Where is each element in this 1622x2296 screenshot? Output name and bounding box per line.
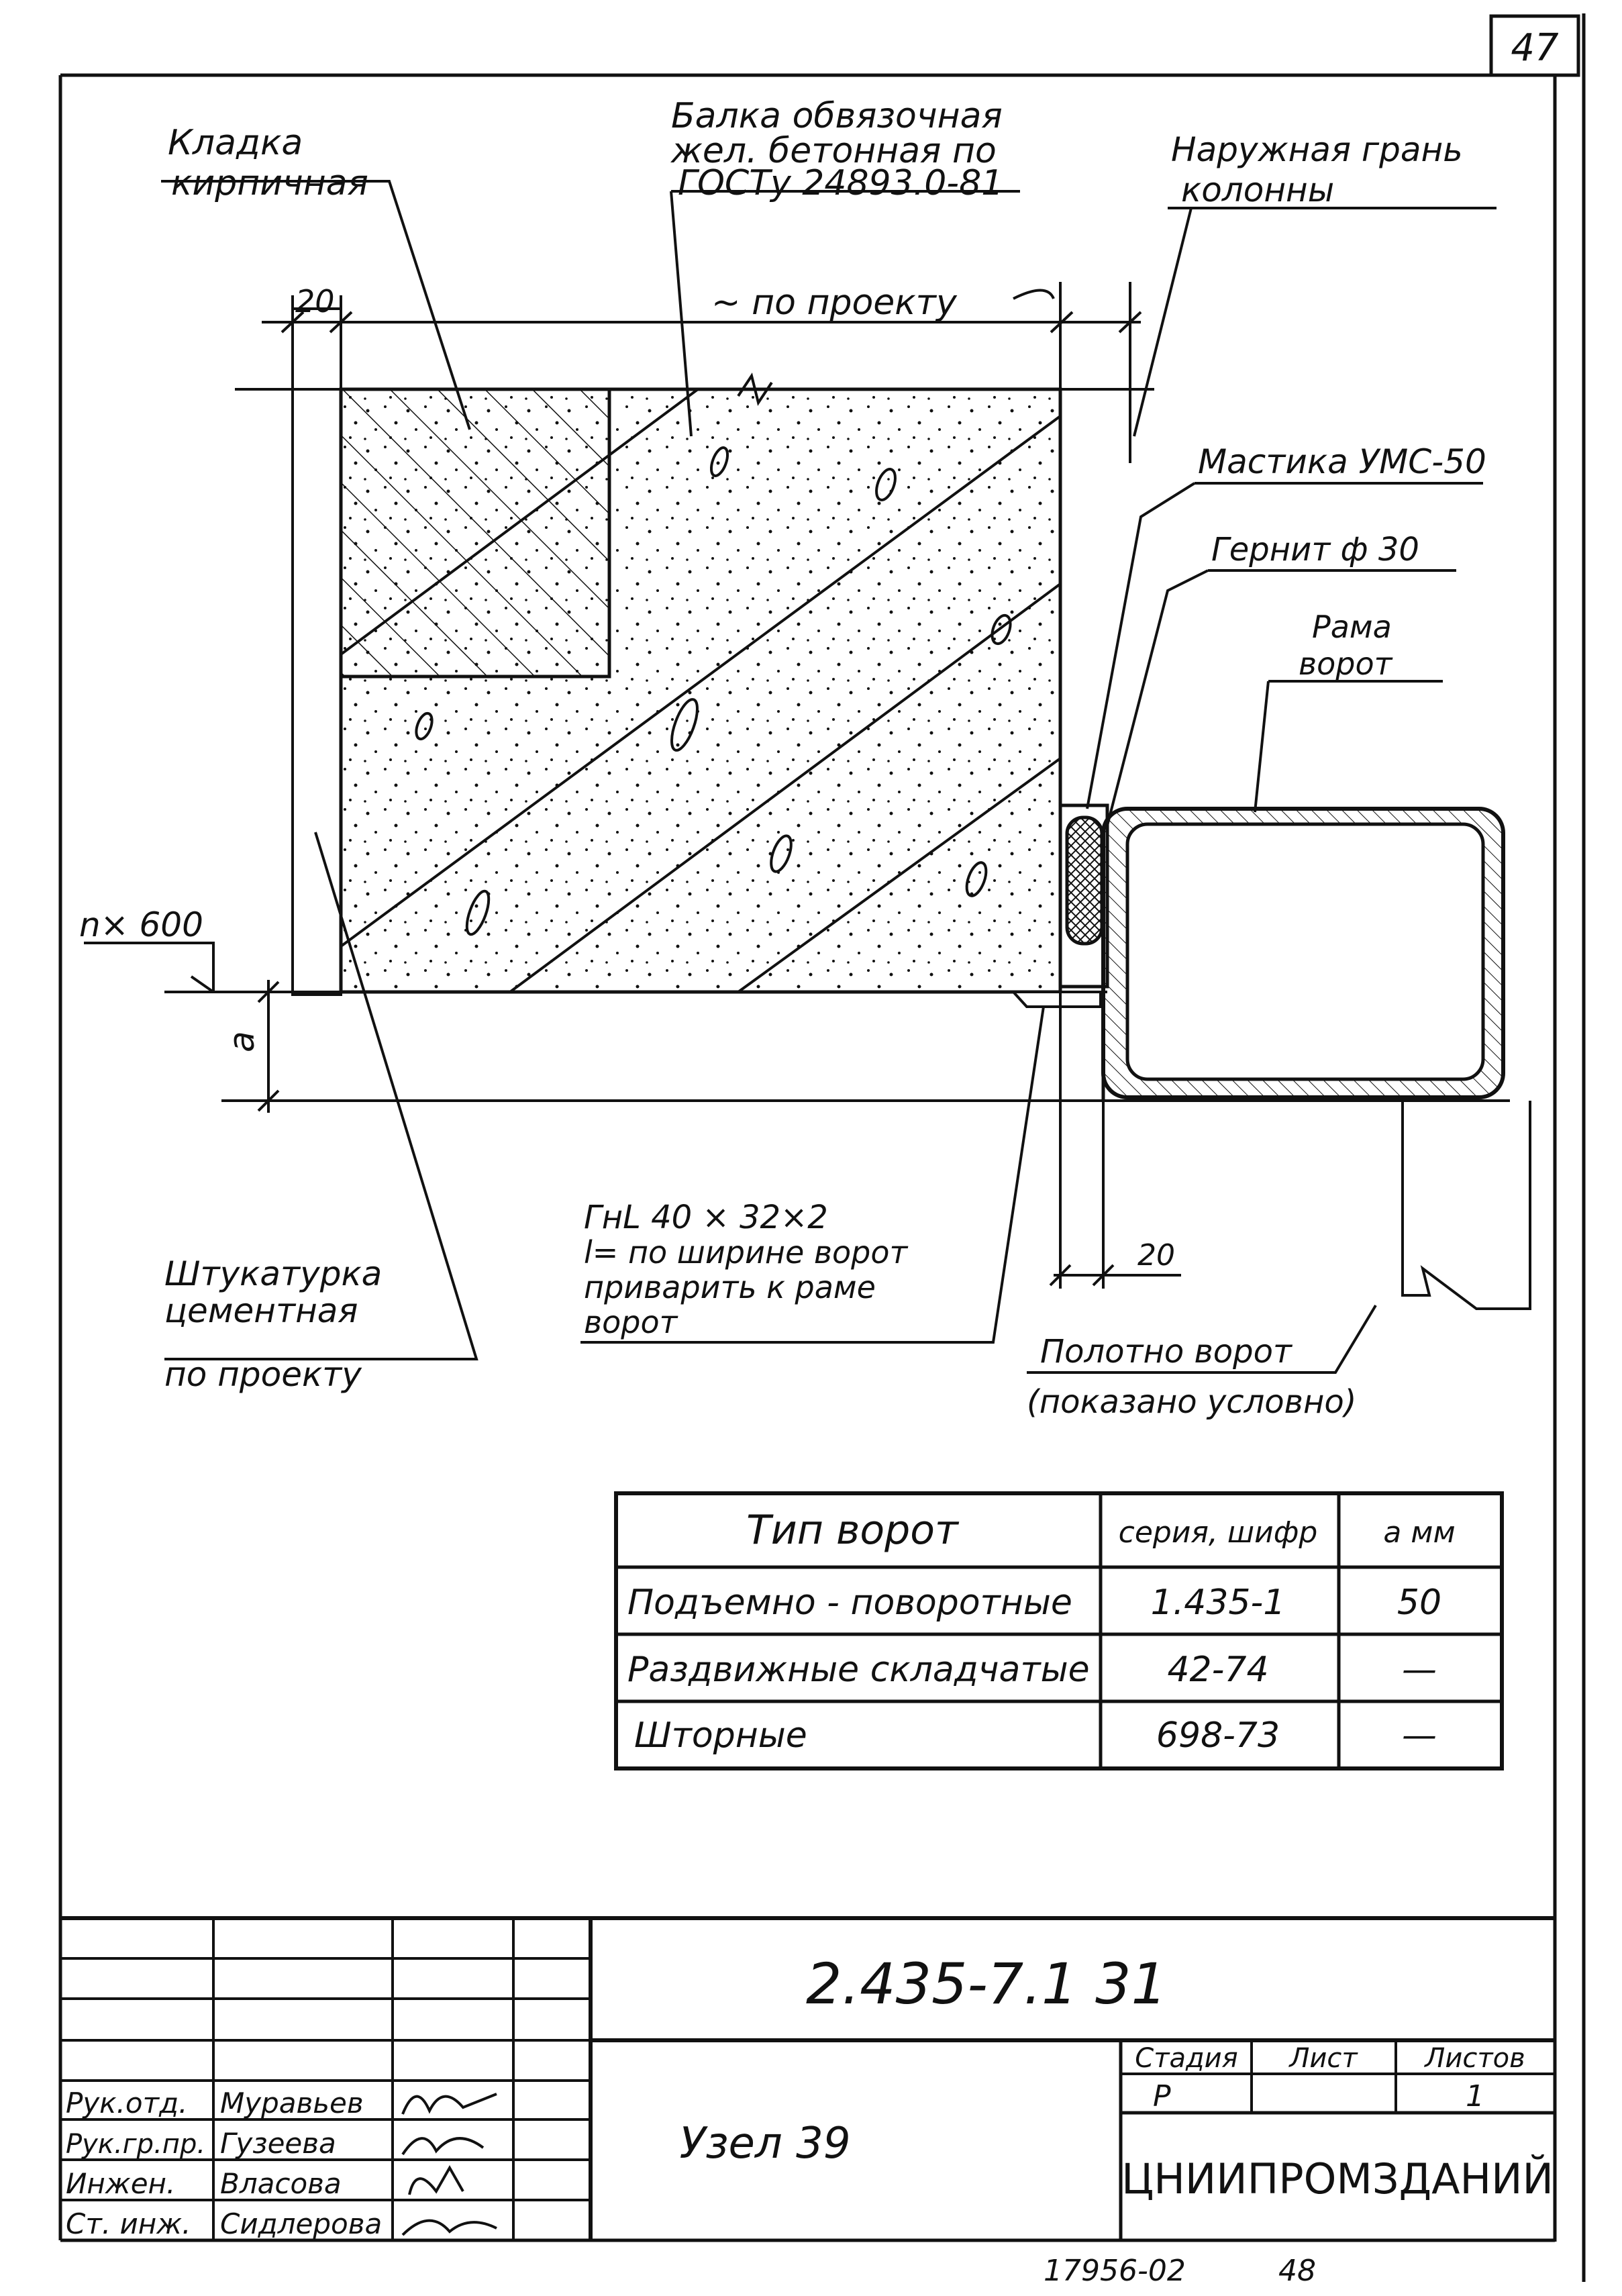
gate-type-table: Тип ворот серия, шифр a мм Подъемно - по… [614, 1491, 1504, 1770]
beam-label-2: жел. бетонная по [670, 131, 997, 171]
staff-name-4: Сидлерова [220, 2207, 382, 2240]
table-row1-type: Подъемно - поворотные [627, 1583, 1072, 1623]
angle-label-1: ГнL 40 × 32×2 [584, 1199, 828, 1236]
gernit-label: Гернит ф 30 [1211, 531, 1419, 568]
table-row1-series: 1.435-1 [1151, 1583, 1286, 1623]
signatures [401, 2093, 497, 2236]
table-row3-a: — [1402, 1715, 1437, 1756]
designation: 2.435-7.1 31 [806, 1951, 1167, 2017]
gate-leaf-label-1: Полотно ворот [1040, 1333, 1293, 1370]
angle-label-4: ворот [584, 1304, 678, 1340]
staff-name-1: Муравьев [220, 2087, 364, 2119]
table-header-series: серия, шифр [1119, 1515, 1318, 1550]
corner-number-box [1489, 14, 1580, 77]
table-header-type: Тип ворот [746, 1507, 960, 1554]
plaster-label-3: по проекту [164, 1355, 362, 1394]
beam-label-1: Балка обвязочная [671, 96, 1003, 136]
gate-frame-label-2: ворот [1299, 646, 1393, 682]
footer-code: 17956-02 [1044, 2254, 1186, 2288]
gernit-seal [1065, 815, 1104, 946]
beam-section [291, 307, 1062, 996]
staff-role-1: Рук.отд. [66, 2087, 187, 2119]
gate-frame [1010, 803, 1505, 1101]
title-block: 2.435-7.1 31 Узел 39 Стадия Лист Листов … [60, 1916, 1555, 2240]
aggregate-ovals [415, 446, 1012, 936]
footer-page: 48 [1278, 2254, 1316, 2288]
angle-label-3: приварить к раме [584, 1269, 876, 1305]
beam-label-3: ГОСТу 24893.0-81 [678, 163, 1003, 203]
table-row3-series: 698-73 [1156, 1715, 1280, 1756]
staff-name-3: Власова [220, 2167, 342, 2200]
dimension-lines [84, 282, 1510, 1289]
dim-span: ~ по проекту [711, 283, 958, 323]
staff-role-2: Рук.гр.пр. [66, 2129, 205, 2160]
callouts: Кладка кирпичная Балка обвязочная жел. б… [164, 96, 1486, 1421]
table-row3-type: Шторные [634, 1715, 807, 1756]
outer-face-label-1: Наружная грань [1171, 130, 1463, 169]
table-row2-type: Раздвижные складчатые [627, 1650, 1090, 1690]
masonry-label-1: Кладка [168, 123, 303, 163]
dimension-texts: 20 ~ по проекту n× 600 a 20 [79, 283, 1175, 1272]
table-row2-a: — [1402, 1650, 1437, 1690]
sheets-value: 1 [1466, 2079, 1484, 2113]
sheet-header: Лист [1288, 2043, 1358, 2074]
gate-leaf-label-2: (показано условно) [1027, 1383, 1356, 1421]
table-row2-series: 42-74 [1167, 1650, 1268, 1690]
gate-frame-label-1: Рама [1312, 609, 1392, 645]
leader-lines [161, 180, 1497, 1374]
staff-role-4: Ст. инж. [66, 2207, 191, 2240]
organization: ЦНИИПРОМЗДАНИЙ [1121, 2154, 1554, 2203]
table-row1-a: 50 [1397, 1583, 1441, 1623]
dim-top-width: 20 [295, 283, 335, 319]
sheets-header: Листов [1423, 2043, 1525, 2074]
dim-a: a [222, 1031, 262, 1052]
plaster-label-1: Штукатурка [164, 1254, 382, 1293]
table-header-a: a мм [1383, 1515, 1455, 1550]
stage-header: Стадия [1135, 2043, 1237, 2074]
mastic-layer [1060, 803, 1109, 989]
staff-role-3: Инжен. [66, 2167, 175, 2200]
mastic-label: Мастика УМС-50 [1198, 442, 1486, 481]
corner-sheet-number: 47 [1511, 26, 1559, 70]
gate-leaf [1401, 1101, 1531, 1310]
masonry-label-2: кирпичная [171, 163, 368, 203]
dim-gap: 20 [1137, 1238, 1175, 1272]
angle-label-2: l= по ширине ворот [584, 1234, 908, 1270]
sheet-frame: 47 [58, 13, 1586, 2282]
angle-profile [1010, 991, 1102, 1008]
staff-name-2: Гузеева [220, 2127, 336, 2160]
sheet-title: Узел 39 [679, 2119, 850, 2168]
plaster-label-2: цементная [164, 1291, 358, 1330]
outer-face-label-2: колонны [1181, 170, 1334, 209]
stage-value: Р [1153, 2079, 1171, 2113]
dim-level: n× 600 [79, 905, 203, 944]
